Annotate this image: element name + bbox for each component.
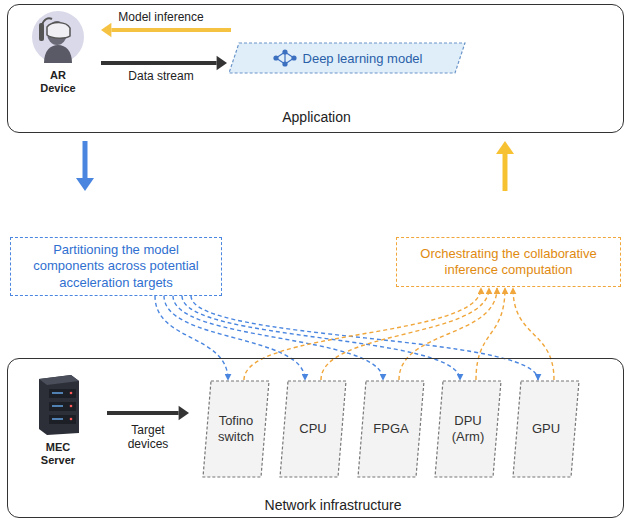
thick-arrow — [101, 23, 231, 37]
arrow-head — [179, 406, 189, 420]
target-device: DPU (Arm) — [435, 381, 501, 477]
dashed-connector — [164, 296, 305, 380]
region-panel: Network infrastructure MEC Server Tofino s… — [7, 358, 624, 518]
node-text: CPU — [286, 421, 340, 437]
arrow-head — [496, 141, 514, 154]
outline-polygon — [280, 381, 346, 477]
dashed-connector — [321, 288, 489, 380]
node-text: Orchestrating the collaborative inferenc… — [403, 246, 614, 279]
node-text: Network infrastructure — [208, 497, 458, 513]
thick-arrow — [76, 141, 94, 191]
arrow-head — [101, 23, 111, 37]
step-box: Partitioning the model components across… — [10, 237, 222, 296]
thick-arrow — [107, 406, 189, 420]
outline-polygon — [229, 43, 465, 73]
step-box: Orchestrating the collaborative inferenc… — [396, 237, 621, 287]
thick-arrow — [101, 56, 227, 70]
outline-polygon — [435, 381, 501, 477]
node-text: Application — [8, 109, 625, 125]
node-text: Partitioning the model components across… — [17, 242, 215, 291]
target-device: CPU — [280, 381, 346, 477]
arrow-head — [217, 56, 227, 70]
network-icon — [272, 48, 298, 68]
icon-holder — [272, 48, 298, 68]
arrow-shaft — [83, 141, 88, 178]
node-text: DPU (Arm) — [441, 413, 495, 446]
target-device: GPU — [513, 381, 579, 477]
edge-label: Target devices — [118, 423, 178, 451]
edge-label: Data stream — [106, 69, 216, 83]
icon-holder — [30, 9, 86, 65]
icon-holder — [33, 373, 83, 437]
node-text: GPU — [519, 421, 573, 437]
edge-label: Model inference — [106, 10, 216, 24]
arrow-shaft — [111, 28, 231, 32]
thick-arrow — [496, 141, 514, 191]
node-text: MEC Server — [35, 441, 81, 467]
target-device: Tofino switch — [203, 381, 269, 477]
node-text: FPGA — [364, 421, 418, 437]
target-device: FPGA — [358, 381, 424, 477]
arrow-shaft — [107, 411, 179, 415]
device-node: AR Device — [23, 9, 93, 105]
region-panel: Application AR Device Deep learning model — [7, 4, 624, 133]
node-text: Tofino switch — [209, 413, 263, 446]
outline-polygon — [203, 381, 269, 477]
dashed-connector — [155, 296, 228, 380]
model-row: Deep learning model — [229, 43, 465, 73]
server-icon — [33, 373, 83, 437]
node-text: AR Device — [35, 69, 81, 95]
dashed-connector — [513, 288, 554, 380]
arrow-shaft — [101, 61, 217, 65]
model-box: Deep learning model — [229, 43, 465, 73]
dashed-connector — [182, 296, 460, 380]
arrow-head — [76, 178, 94, 191]
device-node: MEC Server — [23, 373, 93, 485]
outline-polygon — [513, 381, 579, 477]
arrow-shaft — [503, 154, 508, 191]
dashed-connector — [399, 288, 497, 380]
dashed-connector — [191, 296, 538, 380]
dashed-connector — [244, 288, 481, 380]
outline-polygon — [358, 381, 424, 477]
dashed-connector — [476, 288, 505, 380]
dashed-connector — [173, 296, 383, 380]
node-text: Deep learning model — [303, 51, 423, 66]
ar-device-icon — [30, 9, 86, 65]
